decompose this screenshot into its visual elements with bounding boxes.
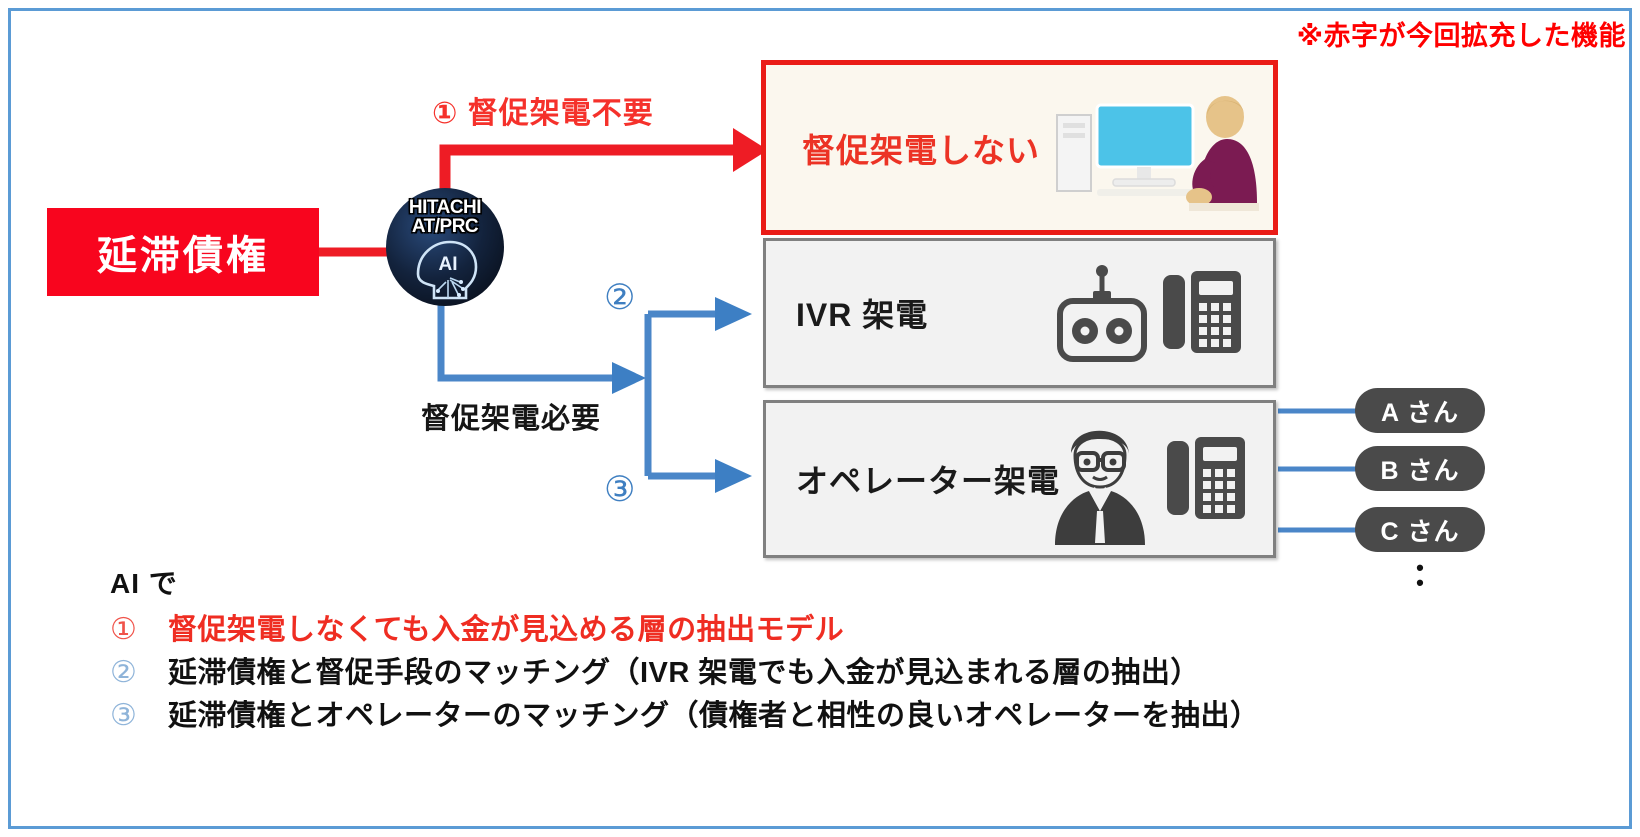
legend-item-3-num: ③ bbox=[110, 699, 137, 732]
legend-item-1-num: ① bbox=[110, 613, 137, 646]
card-no-call-title: 督促架電しない bbox=[802, 131, 1040, 169]
brand-line-2: AT/PRC bbox=[411, 216, 479, 237]
brand-line-1: HITACHI bbox=[408, 197, 482, 218]
branch-mid-edge-label: 督促架電必要 bbox=[421, 403, 602, 435]
desk-phone-icon bbox=[1167, 437, 1245, 519]
operator-pill-c[interactable]: C さん bbox=[1355, 507, 1485, 552]
operator-pill-a-label: A さん bbox=[1380, 398, 1460, 427]
legend-item-2-num: ② bbox=[110, 656, 137, 689]
legend-block: AI で ① 督促架電しなくても入金が見込める層の抽出モデル ② 延滞債権と督促… bbox=[110, 562, 1510, 739]
source-box[interactable]: 延滞債権 bbox=[47, 208, 319, 296]
card-ivr[interactable]: IVR 架電 bbox=[763, 238, 1276, 388]
desk-phone-icon bbox=[1163, 271, 1241, 353]
legend-item-3-text: 延滞債権とオペレーターのマッチング（債権者と相性の良いオペレーターを抽出） bbox=[168, 700, 1260, 732]
legend-item-1-text: 督促架電しなくても入金が見込める層の抽出モデル bbox=[168, 614, 845, 646]
svg-text:AI: AI bbox=[439, 254, 458, 275]
operator-pill-c-label: C さん bbox=[1380, 517, 1460, 546]
robot-icon bbox=[1057, 265, 1147, 362]
legend-heading: AI で bbox=[110, 568, 178, 599]
card-ivr-title: IVR 架電 bbox=[796, 297, 929, 333]
card-no-call[interactable]: 督促架電しない bbox=[761, 60, 1278, 235]
source-box-label: 延滞債権 bbox=[97, 234, 269, 278]
legend-item-3: ③ 延滞債権とオペレーターのマッチング（債権者と相性の良いオペレーターを抽出） bbox=[110, 696, 1510, 736]
operator-pill-b[interactable]: B さん bbox=[1355, 446, 1485, 491]
pc-operator-icon bbox=[1056, 96, 1259, 211]
branch-3-marker: ③ bbox=[604, 470, 636, 509]
legend-note: ※赤字が今回拡充した機能 bbox=[1296, 21, 1626, 51]
legend-item-1: ① 督促架電しなくても入金が見込める層の抽出モデル bbox=[110, 610, 1510, 650]
legend-item-2: ② 延滞債権と督促手段のマッチング（IVR 架電でも入金が見込まれる層の抽出） bbox=[110, 653, 1510, 693]
operator-person-icon bbox=[1055, 430, 1145, 545]
operator-pill-a[interactable]: A さん bbox=[1355, 388, 1485, 433]
card-operator[interactable]: オペレーター架電 bbox=[763, 400, 1276, 558]
branch-1-edge-label: ① 督促架電不要 bbox=[432, 97, 654, 130]
legend-item-2-text: 延滞債権と督促手段のマッチング（IVR 架電でも入金が見込まれる層の抽出） bbox=[168, 657, 1200, 689]
branch-2-marker: ② bbox=[604, 278, 636, 317]
card-operator-title: オペレーター架電 bbox=[796, 463, 1061, 499]
operator-pill-b-label: B さん bbox=[1380, 456, 1460, 485]
operator-more-dots: •• bbox=[1416, 555, 1424, 595]
ai-head-icon: AI bbox=[416, 240, 478, 300]
